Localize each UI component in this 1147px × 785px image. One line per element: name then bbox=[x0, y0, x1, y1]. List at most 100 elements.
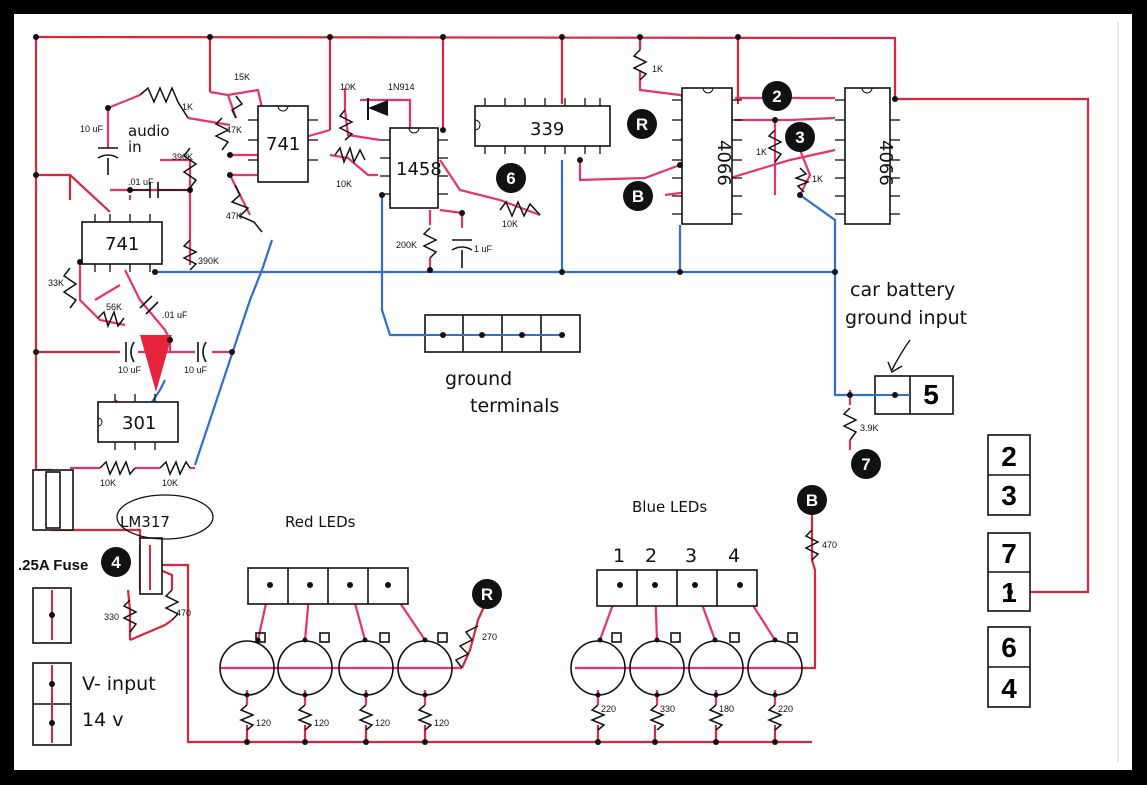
resistor-200k bbox=[422, 227, 438, 259]
v-input-label-line1: V- input bbox=[82, 673, 156, 695]
resistor-blue-4 bbox=[767, 704, 783, 731]
terminal-3-label: 3 bbox=[1001, 480, 1017, 511]
label-r-10k-a: 10K bbox=[100, 478, 116, 488]
chip-label: 1458 bbox=[396, 159, 442, 180]
label-c-10uf-c: 10 uF bbox=[184, 365, 208, 375]
bubble-r-top: R bbox=[636, 115, 648, 134]
label-r-15k: 15K bbox=[234, 72, 250, 82]
label-r-1k-c: 1K bbox=[756, 147, 767, 157]
terminal-6-label: 6 bbox=[1001, 632, 1017, 663]
battery-label-line2: ground input bbox=[845, 307, 967, 329]
resistor-blue-2 bbox=[649, 704, 665, 731]
chip-label: 4066 bbox=[713, 140, 734, 186]
bubble-r-bottom: R bbox=[481, 585, 493, 604]
capacitors bbox=[97, 147, 473, 363]
blue-led-number-2: 2 bbox=[645, 545, 657, 567]
capacitor-10uf-c bbox=[197, 341, 207, 363]
label-r-47k-a: 47K bbox=[226, 125, 242, 135]
v-input-label-line2: 14 v bbox=[82, 709, 123, 731]
label-r-10k-b: 10K bbox=[162, 478, 178, 488]
blue-leds-heading: Blue LEDs bbox=[632, 498, 707, 516]
resistor-390k-a bbox=[182, 147, 198, 189]
label-diode: 1N914 bbox=[388, 82, 415, 92]
label-r-1k-d: 1K bbox=[812, 174, 823, 184]
terminal-2-label: 2 bbox=[1001, 441, 1017, 472]
resistor-3-9k bbox=[842, 407, 858, 441]
resistor-10k-d bbox=[338, 109, 354, 141]
fuse-label: .25A Fuse bbox=[18, 557, 88, 574]
label-r-3-9k: 3.9K bbox=[860, 423, 879, 433]
capacitor-10uf-b bbox=[125, 341, 135, 363]
resistor-270 bbox=[454, 625, 479, 669]
red-leds-heading: Red LEDs bbox=[285, 513, 356, 531]
chip-label: 4066 bbox=[875, 140, 896, 186]
resistor-56k bbox=[97, 309, 125, 329]
resistor-10k-a bbox=[99, 460, 136, 476]
terminal-ground-wires bbox=[390, 334, 910, 396]
resistor-120-4 bbox=[417, 704, 433, 731]
chip-1458: 1458 bbox=[389, 127, 442, 209]
label-r-10k-e: 10K bbox=[502, 219, 518, 229]
blue-led-number-4: 4 bbox=[728, 545, 740, 567]
chip-label: 301 bbox=[122, 413, 156, 434]
label-c-01uf-b: .01 uF bbox=[162, 310, 188, 320]
resistor-10k-c bbox=[334, 145, 366, 165]
label-r-1k-a: 1K bbox=[182, 102, 193, 112]
chip-339: 339 bbox=[474, 105, 611, 147]
resistor-10k-b bbox=[159, 460, 191, 476]
resistor-470-a bbox=[804, 529, 820, 561]
label-c-1uf: 1 uF bbox=[474, 244, 493, 254]
resistor-1k-d bbox=[793, 167, 811, 193]
label-r-10k-c: 10K bbox=[336, 179, 352, 189]
chip-label: 339 bbox=[530, 119, 564, 140]
power-wires bbox=[34, 35, 1090, 744]
label-blue-r-4: 220 bbox=[778, 704, 793, 714]
resistor-470-b bbox=[164, 589, 180, 621]
resistor-120-2 bbox=[297, 704, 313, 731]
chip-4066-b: 4066 bbox=[844, 87, 896, 225]
label-blue-r-2: 330 bbox=[660, 704, 675, 714]
label-blue-r-3: 180 bbox=[719, 704, 734, 714]
capacitor-1uf bbox=[451, 239, 473, 268]
chip-label: 741 bbox=[105, 234, 139, 255]
bubble-b-bottom: B bbox=[806, 491, 818, 510]
chip-741-top: 741 bbox=[257, 105, 309, 183]
resistor-10k-e bbox=[499, 200, 541, 218]
blue-led-number-3: 3 bbox=[685, 545, 697, 567]
bubble-three: 3 bbox=[795, 128, 804, 147]
label-r-120-4: 120 bbox=[434, 718, 449, 728]
bubble-six: 6 bbox=[506, 169, 515, 188]
resistor-47k-a bbox=[214, 117, 230, 151]
resistor-120-3 bbox=[358, 704, 374, 731]
resistor-330 bbox=[122, 599, 138, 633]
label-r-120-1: 120 bbox=[256, 718, 271, 728]
label-r-1k-b: 1K bbox=[652, 64, 663, 74]
resistor-blue-3 bbox=[708, 704, 724, 731]
resistor-47k-b bbox=[230, 184, 263, 233]
chip-301: 301 bbox=[97, 401, 179, 443]
chip-label: 741 bbox=[266, 134, 300, 155]
bubble-four: 4 bbox=[111, 553, 121, 572]
terminal-7-label: 7 bbox=[1001, 538, 1017, 569]
red-diode-marker bbox=[140, 335, 172, 392]
resistor-390k-b bbox=[182, 239, 198, 271]
resistor-120-1 bbox=[239, 704, 255, 731]
label-r-56k: 56K bbox=[106, 302, 122, 312]
label-c-10uf-b: 10 uF bbox=[118, 365, 142, 375]
label-r-47k-b: 47K bbox=[226, 211, 242, 221]
label-r-390k-a: 390K bbox=[172, 152, 193, 162]
label-r-470-a: 470 bbox=[822, 540, 837, 550]
diode-1n914 bbox=[367, 98, 388, 120]
label-blue-r-1: 220 bbox=[601, 704, 616, 714]
resistor-1k-b bbox=[632, 49, 648, 81]
bubbles: R B 6 2 3 4 7 B R bbox=[101, 81, 881, 609]
resistor-1k-c bbox=[767, 129, 783, 163]
label-r-390k-b: 390K bbox=[198, 256, 219, 266]
terminal-4-label: 4 bbox=[1001, 673, 1017, 704]
lm317-circle bbox=[116, 494, 214, 540]
capacitor-10uf-a bbox=[97, 147, 119, 175]
resistors bbox=[62, 49, 858, 731]
label-r-120-2: 120 bbox=[314, 718, 329, 728]
